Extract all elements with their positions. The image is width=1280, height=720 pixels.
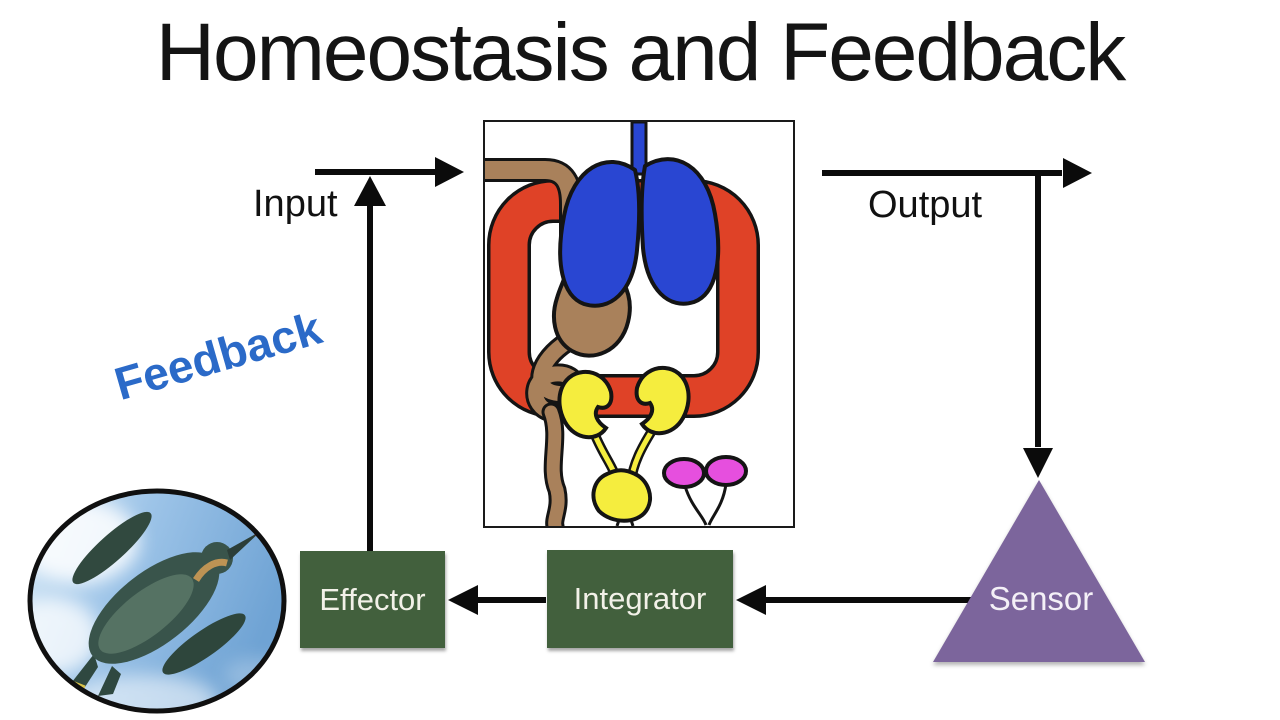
integrator-node: Integrator <box>547 550 733 648</box>
output-label: Output <box>868 184 983 226</box>
penguin-photo <box>27 488 287 714</box>
input-label: Input <box>253 183 338 225</box>
effector-node-label: Effector <box>319 581 426 617</box>
kidneys-bladder-shape <box>557 365 691 526</box>
feedback-label: Feedback <box>108 301 328 410</box>
gonads-shape <box>662 455 748 526</box>
penguin-photo-content <box>30 491 284 711</box>
output-to-sensor-arrow-icon <box>1023 173 1053 478</box>
sensor-triangle <box>933 480 1145 662</box>
body-systems-icon <box>485 122 760 526</box>
page-title: Homeostasis and Feedback <box>155 7 1126 98</box>
integrator-node-label: Integrator <box>573 581 707 616</box>
integrator-to-effector-arrow-icon <box>448 585 546 615</box>
effector-node: Effector <box>300 551 445 648</box>
penguin-body <box>71 511 264 696</box>
feedback-up-arrow-icon <box>354 176 386 552</box>
body-systems-image-frame <box>483 120 795 528</box>
sensor-node-label: Sensor <box>989 580 1094 617</box>
penguin-oval-border <box>27 488 287 714</box>
lungs-shape <box>558 122 721 308</box>
sensor-to-integrator-arrow-icon <box>736 585 973 615</box>
